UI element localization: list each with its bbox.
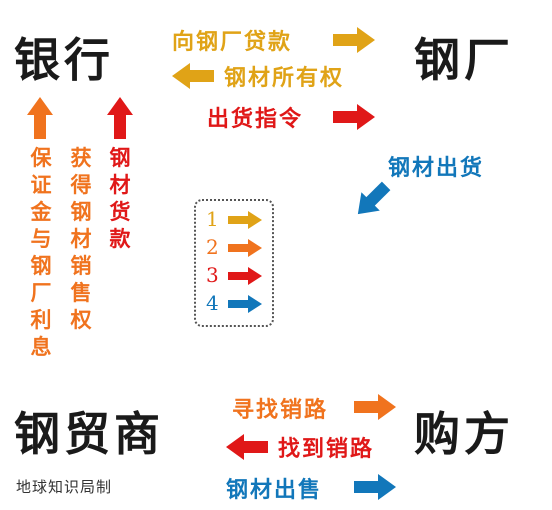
- credit-text: 地球知识局制: [16, 478, 113, 496]
- arrow-right-icon: [354, 394, 396, 420]
- arrow-right-icon: [228, 267, 262, 285]
- legend-number: 4: [206, 291, 219, 315]
- steel-trader-node: 钢贸商: [14, 407, 164, 461]
- flow-ownership-label: 钢材所有权: [224, 66, 345, 91]
- arrow-right-icon: [333, 104, 375, 130]
- legend-box: 1 2 3 4: [194, 199, 274, 327]
- buyer-node: 购方: [414, 407, 514, 461]
- flow-steel-shipment-label: 钢材出货: [388, 156, 485, 181]
- flow-interest-label: 保证金与钢厂利息: [30, 146, 52, 359]
- arrow-right-icon: [228, 211, 262, 229]
- arrow-right-icon: [333, 27, 375, 53]
- flow-found-sales-label: 找到销路: [278, 437, 375, 462]
- flow-sales-right-label: 获得钢材销售权: [70, 146, 92, 332]
- arrow-right-icon: [228, 239, 262, 257]
- arrow-right-icon: [354, 474, 396, 500]
- legend-number: 1: [206, 207, 219, 231]
- steel-mill-node: 钢厂: [414, 33, 514, 87]
- flow-seek-sales-label: 寻找销路: [232, 398, 329, 423]
- arrow-left-icon: [226, 434, 268, 460]
- flow-steel-loan-label: 钢材货款: [109, 146, 131, 251]
- arrow-left-icon: [172, 63, 214, 89]
- arrow-up-icon: [27, 97, 53, 139]
- flow-steel-sale-label: 钢材出售: [226, 478, 323, 503]
- arrow-up-icon: [107, 97, 133, 139]
- legend-number: 3: [206, 263, 219, 287]
- flow-loan-to-mill-label: 向钢厂贷款: [172, 30, 293, 55]
- legend-number: 2: [206, 235, 219, 259]
- flow-delivery-order-label: 出货指令: [207, 107, 304, 132]
- arrow-down-left-icon: [357, 181, 391, 215]
- bank-node: 银行: [14, 33, 114, 87]
- arrow-right-icon: [228, 295, 262, 313]
